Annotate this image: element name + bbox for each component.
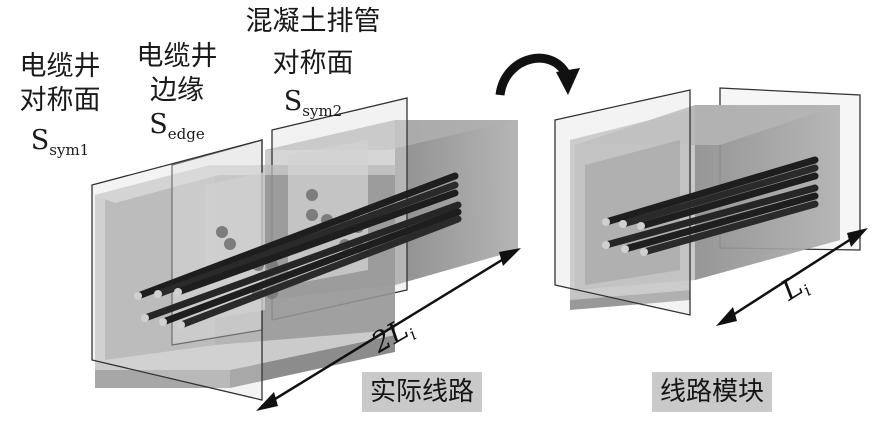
cables-left xyxy=(134,172,462,329)
well-edge-symbol: Sedge xyxy=(122,108,232,151)
well-edge-label-line1: 电缆井 xyxy=(136,41,218,72)
well-symmetry-label-line1: 电缆井 xyxy=(19,51,101,82)
duct-symmetry-label: 混凝土排管 对称面 Ssym2 xyxy=(228,5,398,128)
line-module-caption: 线路模块 xyxy=(652,372,773,412)
line-module-model xyxy=(554,87,868,326)
well-edge-symbol-sub: edge xyxy=(167,125,205,143)
duct-symmetry-symbol: Ssym2 xyxy=(228,85,398,128)
duct-symmetry-label-line1: 混凝土排管 xyxy=(245,6,381,37)
well-edge-label: 电缆井 边缘 Sedge xyxy=(122,40,232,151)
actual-line-caption: 实际线路 xyxy=(362,372,483,412)
well-symmetry-label-line2: 对称面 xyxy=(19,85,101,116)
module-front-plane xyxy=(554,89,691,316)
transform-arrow-icon xyxy=(495,53,580,96)
well-symmetry-symbol: Ssym1 xyxy=(5,124,115,167)
length-arrow-2li xyxy=(256,248,521,411)
well-edge-symbol-s: S xyxy=(149,109,168,140)
well-symmetry-label: 电缆井 对称面 Ssym1 xyxy=(5,50,115,167)
duct-symmetry-symbol-s: S xyxy=(283,86,303,117)
length-arrow-li xyxy=(716,228,868,326)
actual-line-model xyxy=(91,97,521,411)
well-edge-label-line2: 边缘 xyxy=(150,75,204,106)
well-symmetry-symbol-sub: sym1 xyxy=(49,141,90,159)
cables-right xyxy=(602,156,819,256)
duct-symmetry-label-line2: 对称面 xyxy=(272,48,354,79)
duct-symmetry-symbol-sub: sym2 xyxy=(302,102,343,120)
well-symmetry-symbol-s: S xyxy=(30,125,50,156)
